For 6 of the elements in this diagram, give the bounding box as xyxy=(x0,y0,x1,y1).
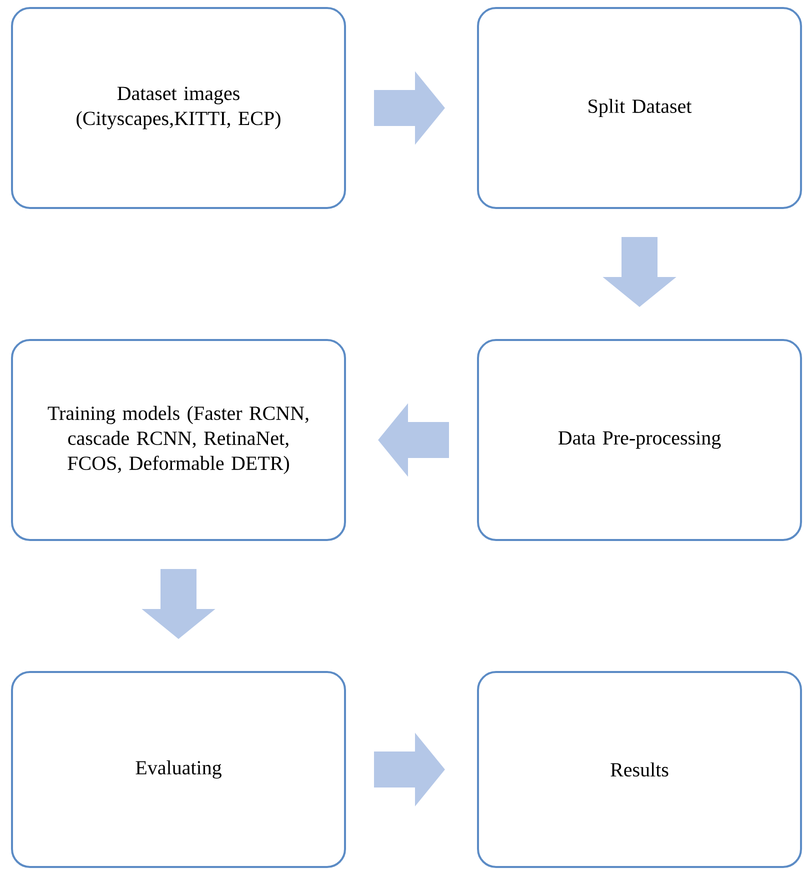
process-box: Split Dataset xyxy=(477,7,802,209)
process-box: Evaluating xyxy=(11,671,346,868)
process-box: Dataset images (Cityscapes,KITTI, ECP) xyxy=(11,7,346,209)
process-box: Results xyxy=(477,671,802,868)
process-box: Data Pre-processing xyxy=(477,339,802,541)
process-box: Training models (Faster RCNN, cascade RCNN, RetinaNet, FCOS, Deformable DETR) xyxy=(11,339,346,541)
